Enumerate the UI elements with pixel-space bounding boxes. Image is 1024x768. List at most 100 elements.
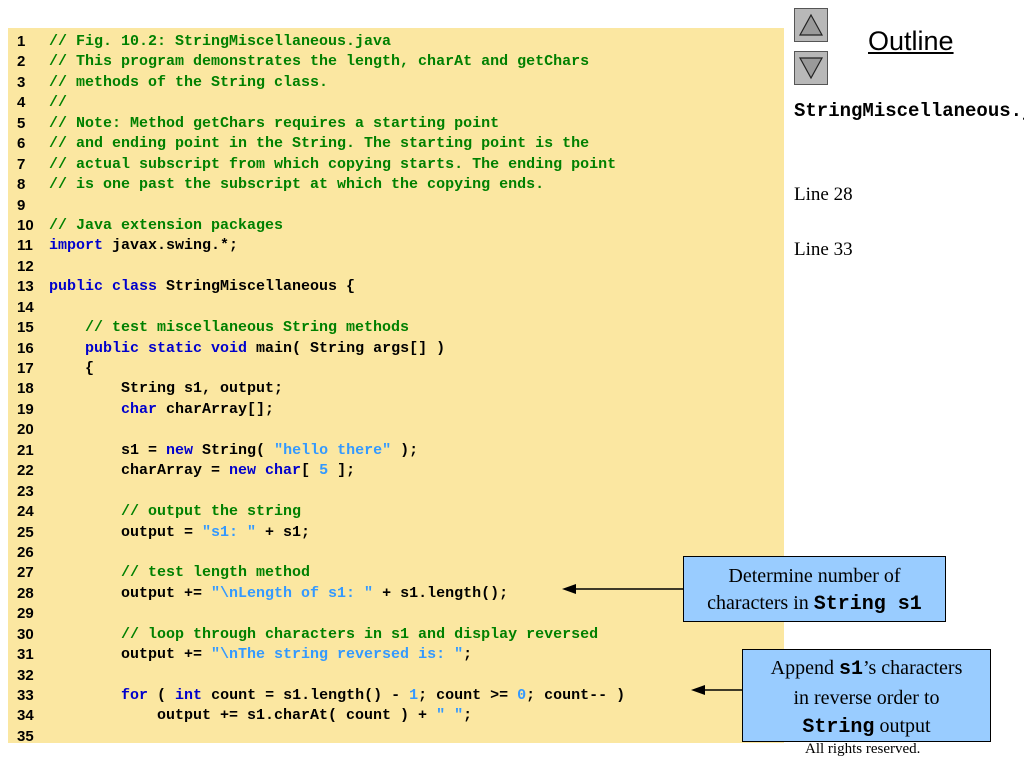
code-text: String s1, output; <box>49 379 283 399</box>
outline-link[interactable]: Outline <box>868 26 954 56</box>
code-token: ); <box>391 441 419 459</box>
line-number: 21 <box>17 441 34 459</box>
code-text: // Fig. 10.2: StringMiscellaneous.java <box>49 32 391 52</box>
code-line: 26 <box>8 543 784 563</box>
code-text: output = "s1: " + s1; <box>49 523 310 543</box>
line-number: 17 <box>17 360 34 377</box>
previous-slide-button[interactable] <box>794 8 828 42</box>
code-token: // actual subscript from which copying s… <box>49 155 617 173</box>
line-number: 1 <box>17 33 26 50</box>
code-text: public static void main( String args[] ) <box>49 339 445 359</box>
code-line: 13 public class StringMiscellaneous { <box>8 277 784 297</box>
callout-code: String s1 <box>813 593 922 616</box>
code-token: public class <box>49 278 158 296</box>
line-number: 13 <box>17 278 34 296</box>
code-token: count = s1.length() - <box>202 687 410 704</box>
line-number: 35 <box>17 727 34 745</box>
code-line: 25 output = "s1: " + s1; <box>8 523 784 543</box>
code-token: "s1: " <box>202 523 257 541</box>
code-line: 32 <box>8 666 784 686</box>
code-token: for <box>121 687 149 704</box>
code-line: 23 <box>8 482 784 502</box>
code-panel: 1 // Fig. 10.2: StringMiscellaneous.java 2… <box>8 28 784 745</box>
code-text: // loop through characters in s1 and dis… <box>49 625 598 645</box>
callout-text: ’s characters <box>862 657 963 679</box>
line-number: 16 <box>17 339 34 357</box>
line-number: 15 <box>17 319 34 337</box>
line-number: 4 <box>17 94 26 112</box>
code-line: 2// This program demonstrates the length… <box>8 52 784 72</box>
code-line: 29 <box>8 604 784 624</box>
line-number: 25 <box>17 523 34 541</box>
code-token: // Note: Method getChars requires a star… <box>49 114 500 132</box>
code-line: 22 charArray = new char[ 5 ]; <box>8 461 784 481</box>
line-number: 5 <box>17 114 26 132</box>
code-listing: 1 // Fig. 10.2: StringMiscellaneous.java 2… <box>8 32 784 747</box>
callout-text: output <box>874 715 931 737</box>
code-token: // test length method <box>49 564 311 582</box>
code-line: 15 // test miscellaneous String methods <box>8 318 784 338</box>
code-token <box>49 687 121 704</box>
line-number: 12 <box>17 257 34 275</box>
line-number: 24 <box>17 503 34 521</box>
code-line: 7 // actual subscript from which copying … <box>8 155 784 175</box>
code-text: output += s1.charAt( count ) + " "; <box>49 706 472 726</box>
callout-code: String <box>802 716 875 739</box>
line-number: 20 <box>17 421 34 439</box>
code-text: // This program demonstrates the length,… <box>49 52 589 72</box>
code-line: 1 // Fig. 10.2: StringMiscellaneous.java <box>8 32 784 52</box>
line-number: 27 <box>17 564 34 582</box>
code-token: ; <box>463 707 473 725</box>
line-number: 8 <box>17 176 26 194</box>
line-number: 31 <box>17 646 34 664</box>
code-line: 34 output += s1.charAt( count ) + " "; <box>8 706 784 726</box>
code-token: output += <box>49 646 212 664</box>
code-token: // and ending point in the String. The s… <box>49 135 590 153</box>
code-line: 19 char charArray[]; <box>8 400 784 420</box>
code-token: output += s1.charAt( count ) + <box>49 707 437 725</box>
code-text: charArray = new char[ 5 ]; <box>49 461 355 481</box>
code-line: 8 // is one past the subscript at which t… <box>8 175 784 195</box>
code-token: public static void <box>85 339 248 357</box>
code-text: public class StringMiscellaneous { <box>49 277 355 297</box>
code-text: // test length method <box>49 563 310 583</box>
code-token: "\nThe string reversed is: " <box>211 646 464 664</box>
code-token: new <box>166 441 194 459</box>
code-token: // methods of the String class. <box>49 73 329 91</box>
code-line: 28 output += "\nLength of s1: " + s1.len… <box>8 584 784 604</box>
code-text: for ( int count = s1.length() - 1; count… <box>49 686 625 706</box>
next-slide-button[interactable] <box>794 51 828 85</box>
code-text: s1 = new String( "hello there" ); <box>49 441 418 461</box>
code-line: 14 <box>8 298 784 318</box>
code-text: char charArray[]; <box>49 400 274 420</box>
code-token: ; <box>463 646 473 664</box>
code-token: String s1, output; <box>49 380 284 398</box>
line-number: 9 <box>17 196 26 214</box>
line-number: 30 <box>17 625 34 643</box>
code-token: 5 <box>319 462 329 480</box>
callout-code: s1 <box>838 658 863 681</box>
line-number: 11 <box>17 237 33 255</box>
code-token: "\nLength of s1: " <box>211 584 374 602</box>
code-line: 17 { <box>8 359 784 379</box>
callout-text: Determine number of <box>728 565 901 587</box>
code-text: { <box>49 359 94 379</box>
callout-length-method: Determine number of characters in String… <box>683 556 946 622</box>
line-number: 7 <box>17 155 26 173</box>
code-token: // Java extension packages <box>49 216 284 234</box>
code-token: 1 <box>409 687 419 704</box>
code-token: { <box>49 360 95 377</box>
code-line: 33 for ( int count = s1.length() - 1; co… <box>8 686 784 706</box>
code-line: 12 <box>8 257 784 277</box>
code-token: ( <box>148 687 176 704</box>
code-token: "hello there" <box>274 441 392 459</box>
code-line: 6// and ending point in the String. The … <box>8 134 784 154</box>
code-token: // test miscellaneous String methods <box>49 319 410 337</box>
code-line: 18 String s1, output; <box>8 379 784 399</box>
code-token: // Fig. 10.2: StringMiscellaneous.java <box>49 33 392 50</box>
code-token: new char <box>229 462 302 480</box>
line-number: 34 <box>17 707 34 725</box>
triangle-down-icon <box>798 57 824 80</box>
line-number: 29 <box>17 605 34 623</box>
code-token: // is one past the subscript at which th… <box>49 176 545 194</box>
